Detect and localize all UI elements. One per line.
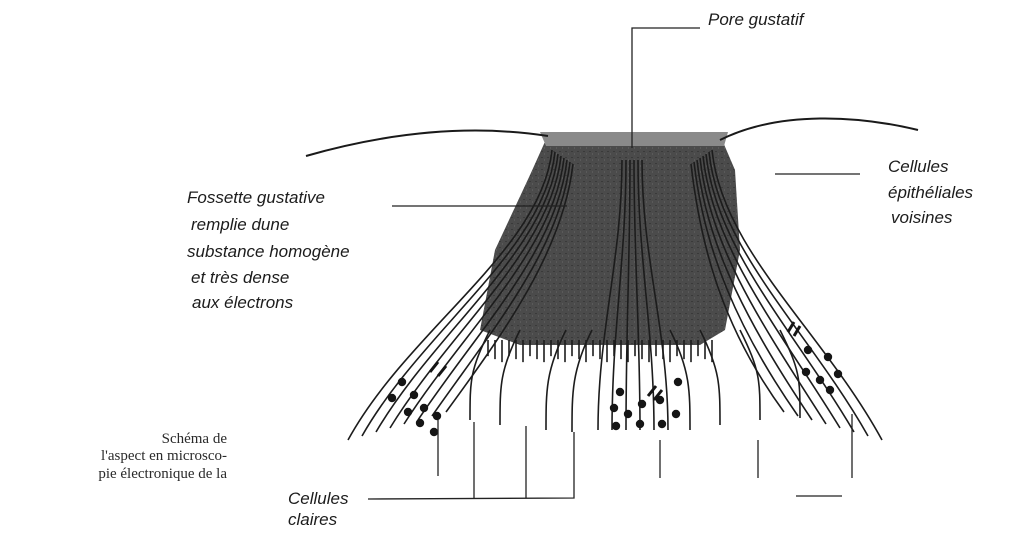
- granule: [638, 400, 646, 408]
- rod-granule: [648, 386, 656, 396]
- claires-label-line-1: Cellules: [288, 488, 348, 509]
- granule: [672, 410, 680, 418]
- claires-label-line-2: claires: [288, 509, 337, 530]
- granule: [824, 353, 832, 361]
- granule: [636, 420, 644, 428]
- granule: [658, 420, 666, 428]
- rod-granule: [438, 366, 446, 376]
- cell-wall: [700, 330, 720, 425]
- fossette-label-line-4: et très dense: [191, 267, 289, 288]
- epithelium-right-surface: [720, 118, 918, 140]
- granule: [802, 368, 810, 376]
- granule: [826, 386, 834, 394]
- claires-leader-line: [368, 432, 574, 499]
- granule: [433, 412, 441, 420]
- granule: [420, 404, 428, 412]
- fossette-label-line-2: remplie dune: [191, 214, 289, 235]
- granule: [624, 410, 632, 418]
- pore-label: Pore gustatif: [708, 9, 803, 30]
- granule: [834, 370, 842, 378]
- granule: [388, 394, 396, 402]
- cell-wall: [500, 330, 520, 425]
- epithelial-label-line-2: épithéliales: [888, 182, 973, 203]
- granule: [674, 378, 682, 386]
- granule: [610, 404, 618, 412]
- fossette-label-line-3: substance homogène: [187, 241, 350, 262]
- fossette-label-line-5: aux électrons: [192, 292, 293, 313]
- caption-line-3: pie électronique de la: [98, 467, 227, 482]
- caption-line-2: l'aspect en microsco-: [101, 449, 227, 464]
- granule: [410, 391, 418, 399]
- granule: [398, 378, 406, 386]
- granule: [416, 419, 424, 427]
- granule: [430, 428, 438, 436]
- rod-granule: [788, 322, 794, 332]
- granule: [404, 408, 412, 416]
- epithelial-label-line-1: Cellules: [888, 156, 948, 177]
- pore-leader-line: [632, 28, 700, 148]
- epithelial-label-line-3: voisines: [891, 207, 952, 228]
- granule: [616, 388, 624, 396]
- granule: [612, 422, 620, 430]
- rod-granule: [430, 362, 438, 372]
- caption-line-1: Schéma de: [162, 432, 227, 447]
- cell-wall: [572, 330, 592, 432]
- cell-wall: [740, 330, 760, 420]
- dense-substance-top: [540, 132, 728, 146]
- granule: [804, 346, 812, 354]
- epithelium-left-surface: [306, 130, 548, 156]
- granule: [816, 376, 824, 384]
- fossette-label-line-1: Fossette gustative: [187, 187, 325, 208]
